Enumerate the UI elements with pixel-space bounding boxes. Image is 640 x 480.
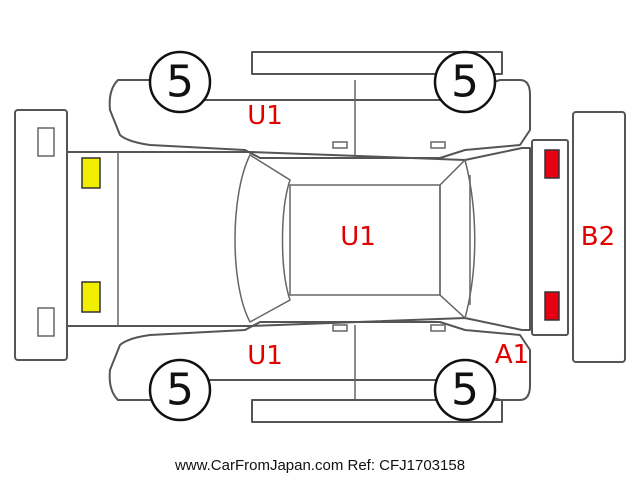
front-bumper <box>14 109 68 361</box>
tire-front-right: 5 <box>148 358 212 422</box>
right-side-step <box>251 399 503 423</box>
front-left-light <box>81 157 101 189</box>
tire-front-right-depth: 5 <box>166 365 194 416</box>
damage-code-roof: U1 <box>340 222 376 252</box>
damage-code-left-front-door: U1 <box>247 101 283 131</box>
damage-code-right-rear-corner: A1 <box>495 340 529 370</box>
tire-rear-left: 5 <box>433 50 497 114</box>
damage-code-rear-bumper: B2 <box>581 222 615 252</box>
left-side-step <box>251 51 503 75</box>
footer-reference: www.CarFromJapan.com Ref: CFJ1703158 <box>174 457 465 474</box>
tire-rear-right-depth: 5 <box>451 365 479 416</box>
rear-bumper <box>572 111 626 363</box>
tire-front-left-depth: 5 <box>166 57 194 108</box>
tire-rear-left-depth: 5 <box>451 57 479 108</box>
damage-code-left-rear-door: U1 <box>247 341 283 371</box>
tire-rear-right: 5 <box>433 358 497 422</box>
rear-light-housing <box>531 139 569 336</box>
car-body-top-view <box>66 147 531 331</box>
rear-left-light <box>544 149 560 179</box>
rear-right-light <box>544 291 560 321</box>
tire-front-left: 5 <box>148 50 212 114</box>
front-right-light <box>81 281 101 313</box>
